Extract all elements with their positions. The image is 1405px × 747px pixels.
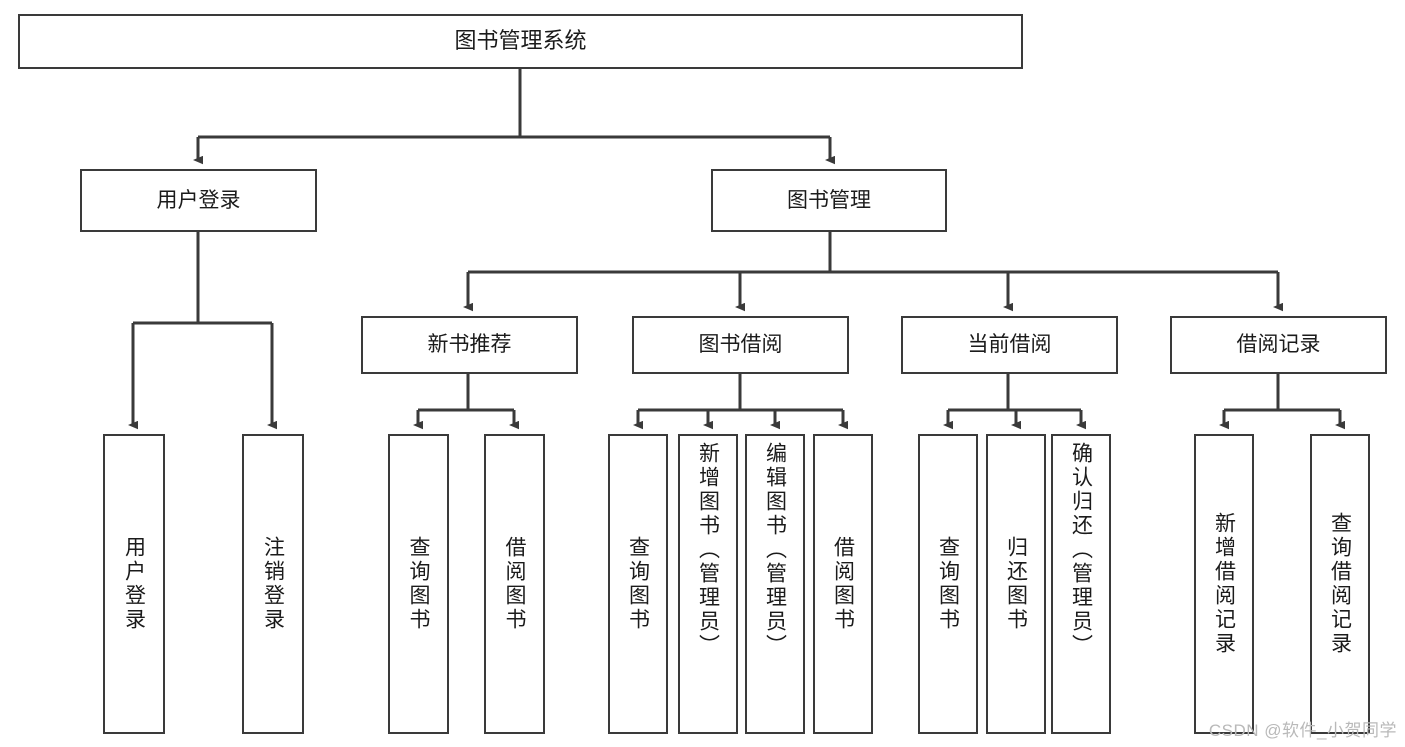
node-user-login-label: 用户登录 (156, 188, 241, 212)
node-leaf-query-borrow-record[interactable]: 查询借阅记录 (1310, 434, 1370, 734)
node-leaf-return-book-label: 归还图书 (1004, 536, 1028, 632)
node-leaf-confirm-return-admin-label: 确认归还（管理员） (1069, 442, 1093, 658)
node-book-borrow[interactable]: 图书借阅 (632, 316, 849, 374)
node-leaf-add-borrow-record-label: 新增借阅记录 (1212, 512, 1236, 656)
node-leaf-query-book-rec[interactable]: 查询图书 (388, 434, 449, 734)
node-leaf-logout-login-label: 注销登录 (261, 536, 285, 632)
node-new-book-recommend[interactable]: 新书推荐 (361, 316, 578, 374)
node-leaf-edit-book-admin[interactable]: 编辑图书（管理员） (745, 434, 805, 734)
node-leaf-return-book[interactable]: 归还图书 (986, 434, 1046, 734)
node-leaf-user-login-label: 用户登录 (122, 536, 146, 632)
node-book-borrow-label: 图书借阅 (698, 333, 783, 357)
node-new-book-recommend-label: 新书推荐 (427, 333, 512, 357)
node-leaf-borrow-book-label: 借阅图书 (831, 536, 855, 632)
node-leaf-edit-book-admin-label: 编辑图书（管理员） (763, 442, 787, 658)
node-book-manage-label: 图书管理 (787, 188, 871, 212)
node-leaf-add-book-admin[interactable]: 新增图书（管理员） (678, 434, 738, 734)
node-leaf-query-book-borrow[interactable]: 查询图书 (608, 434, 668, 734)
node-current-borrow-label: 当前借阅 (967, 333, 1052, 357)
node-root[interactable]: 图书管理系统 (18, 14, 1023, 69)
node-leaf-borrow-book[interactable]: 借阅图书 (813, 434, 873, 734)
node-leaf-query-book-current-label: 查询图书 (936, 536, 960, 632)
node-current-borrow[interactable]: 当前借阅 (901, 316, 1118, 374)
csdn-watermark: CSDN @软件_小贺同学 (1208, 721, 1397, 740)
node-leaf-borrow-book-rec-label: 借阅图书 (503, 536, 526, 632)
node-leaf-logout-login[interactable]: 注销登录 (242, 434, 304, 734)
node-leaf-query-borrow-record-label: 查询借阅记录 (1328, 512, 1352, 656)
node-borrow-record[interactable]: 借阅记录 (1170, 316, 1387, 374)
node-leaf-user-login[interactable]: 用户登录 (103, 434, 165, 734)
node-borrow-record-label: 借阅记录 (1236, 333, 1321, 357)
node-leaf-query-book-current[interactable]: 查询图书 (918, 434, 978, 734)
node-leaf-query-book-rec-label: 查询图书 (407, 536, 430, 632)
node-user-login[interactable]: 用户登录 (80, 169, 317, 232)
node-leaf-add-book-admin-label: 新增图书（管理员） (696, 442, 720, 658)
node-leaf-borrow-book-rec[interactable]: 借阅图书 (484, 434, 545, 734)
node-leaf-add-borrow-record[interactable]: 新增借阅记录 (1194, 434, 1254, 734)
node-leaf-confirm-return-admin[interactable]: 确认归还（管理员） (1051, 434, 1111, 734)
node-leaf-query-book-borrow-label: 查询图书 (626, 536, 650, 632)
node-book-manage[interactable]: 图书管理 (711, 169, 947, 232)
node-root-label: 图书管理系统 (454, 28, 587, 54)
